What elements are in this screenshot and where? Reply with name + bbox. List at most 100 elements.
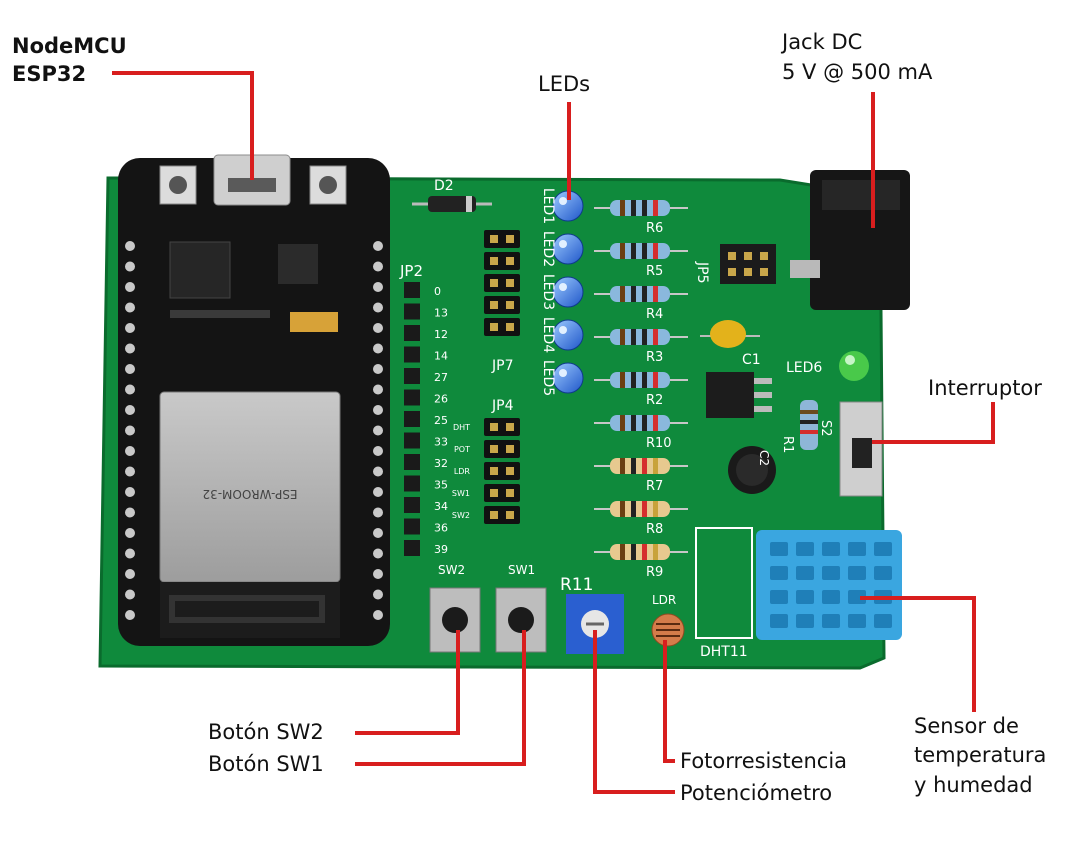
- jp2-pin: [404, 518, 420, 535]
- header-pin: [125, 261, 135, 272]
- resistor-band: [620, 544, 625, 560]
- smd-component: [290, 312, 338, 332]
- resistor-band: [642, 286, 647, 302]
- jumper: [484, 296, 520, 314]
- header-pin: [373, 282, 383, 292]
- jumper-pin: [490, 279, 498, 287]
- dht-vent: [796, 614, 814, 628]
- header-pin: [373, 487, 383, 497]
- jumper-pin: [490, 489, 498, 497]
- sensor-label-line1: Sensor de: [914, 714, 1019, 738]
- header-pin: [125, 446, 135, 456]
- nodemcu-label-line1: NodeMCU: [12, 34, 127, 58]
- ldr-photoresistor: LDR: [651, 593, 685, 647]
- resistor-band: [653, 372, 658, 388]
- dht-vent: [770, 614, 788, 628]
- header-pin: [373, 405, 383, 415]
- interruptor-label: Interruptor: [928, 376, 1042, 400]
- led-highlight: [559, 369, 567, 377]
- header-pin: [125, 589, 135, 600]
- resistor-band: [653, 544, 658, 560]
- resistor-body: [610, 458, 670, 474]
- ldr-label: LDR: [652, 593, 676, 607]
- jp2-pin-label: 36: [434, 522, 448, 535]
- resistor-band: [620, 200, 625, 216]
- resistor-band: [642, 501, 647, 517]
- resistor-body: [610, 372, 670, 388]
- jp2-pin-label: 13: [434, 307, 448, 320]
- header-pin: [125, 302, 135, 313]
- led-label: LED5: [540, 360, 556, 396]
- header-pin: [373, 302, 383, 313]
- jp2-pin-label: 33: [434, 436, 448, 449]
- leds-label: LEDs: [538, 72, 591, 96]
- jp2-pin: [404, 475, 420, 492]
- dht-vent: [848, 590, 866, 604]
- resistor-band: [653, 501, 658, 517]
- r11-label: R11: [560, 575, 593, 595]
- jp4-label: JP4: [491, 398, 514, 414]
- c2-label: C2: [757, 450, 771, 466]
- resistor-band: [642, 458, 647, 474]
- module-name-text: ESP-WROOM-32: [202, 487, 297, 501]
- header-pin: [125, 528, 135, 538]
- led-label: LED2: [540, 231, 556, 267]
- leader-sensor: [860, 596, 976, 712]
- header-pin: [125, 364, 135, 374]
- resistor-band: [642, 243, 647, 259]
- dht-vent: [874, 542, 892, 556]
- header-pin: [373, 343, 383, 354]
- usb-uart-chip: [169, 241, 231, 299]
- header-pin: [373, 384, 383, 395]
- jumper-pin: [506, 257, 514, 265]
- voltage-regulator: [706, 372, 772, 418]
- left-header-pins: [125, 241, 135, 620]
- resistor-band: [642, 200, 647, 216]
- blue-led: [552, 276, 584, 308]
- resistor-band: [653, 458, 658, 474]
- led6-label: LED6: [786, 360, 822, 376]
- leader-fotorresistencia: [663, 640, 675, 763]
- jp2-pin: [404, 303, 420, 320]
- leader-lines: [112, 71, 995, 794]
- resistor-band: [642, 415, 647, 431]
- dht-vent: [770, 566, 788, 580]
- jumper-pin: [506, 423, 514, 431]
- header-pin: [373, 528, 383, 538]
- regulator-chip: [278, 244, 318, 284]
- jp2-pin: [404, 454, 420, 470]
- resistor-band: [631, 458, 636, 474]
- jp2-pin-label: 39: [434, 543, 448, 556]
- sensor-label-line2: temperatura: [914, 743, 1047, 767]
- sensor-label-line3: y humedad: [914, 773, 1033, 797]
- blue-led: [552, 362, 584, 394]
- resistor-band: [631, 243, 636, 259]
- header-pin: [373, 548, 383, 559]
- jumper: [484, 484, 520, 502]
- resistor-band: [620, 286, 625, 302]
- capacitor-c1: C1: [700, 320, 761, 368]
- resistor-label: R9: [646, 565, 663, 580]
- button-sw2: SW2: [429, 563, 481, 653]
- sw2-label: Botón SW2: [208, 720, 324, 744]
- resistor-label: R8: [646, 522, 663, 537]
- resistor-label: R5: [646, 264, 663, 279]
- resistor-band: [642, 329, 647, 345]
- jumper-pin: [490, 511, 498, 519]
- header-pin: [373, 610, 383, 620]
- dht-vent: [796, 566, 814, 580]
- resistor-band: [653, 415, 658, 431]
- header-pin: [125, 610, 135, 620]
- jp4-pin-label: SW1: [452, 489, 470, 498]
- jp2-pin: [404, 497, 420, 513]
- leader-potenciometro: [593, 630, 675, 794]
- header-pin: [373, 569, 383, 579]
- header-pin: [373, 507, 383, 518]
- resistor-band: [642, 544, 647, 560]
- jp5-label: JP5: [694, 261, 710, 283]
- jumper-pin: [490, 445, 498, 453]
- jp5-header: JP5: [694, 244, 776, 284]
- jp2-pin-label: 32: [434, 457, 448, 470]
